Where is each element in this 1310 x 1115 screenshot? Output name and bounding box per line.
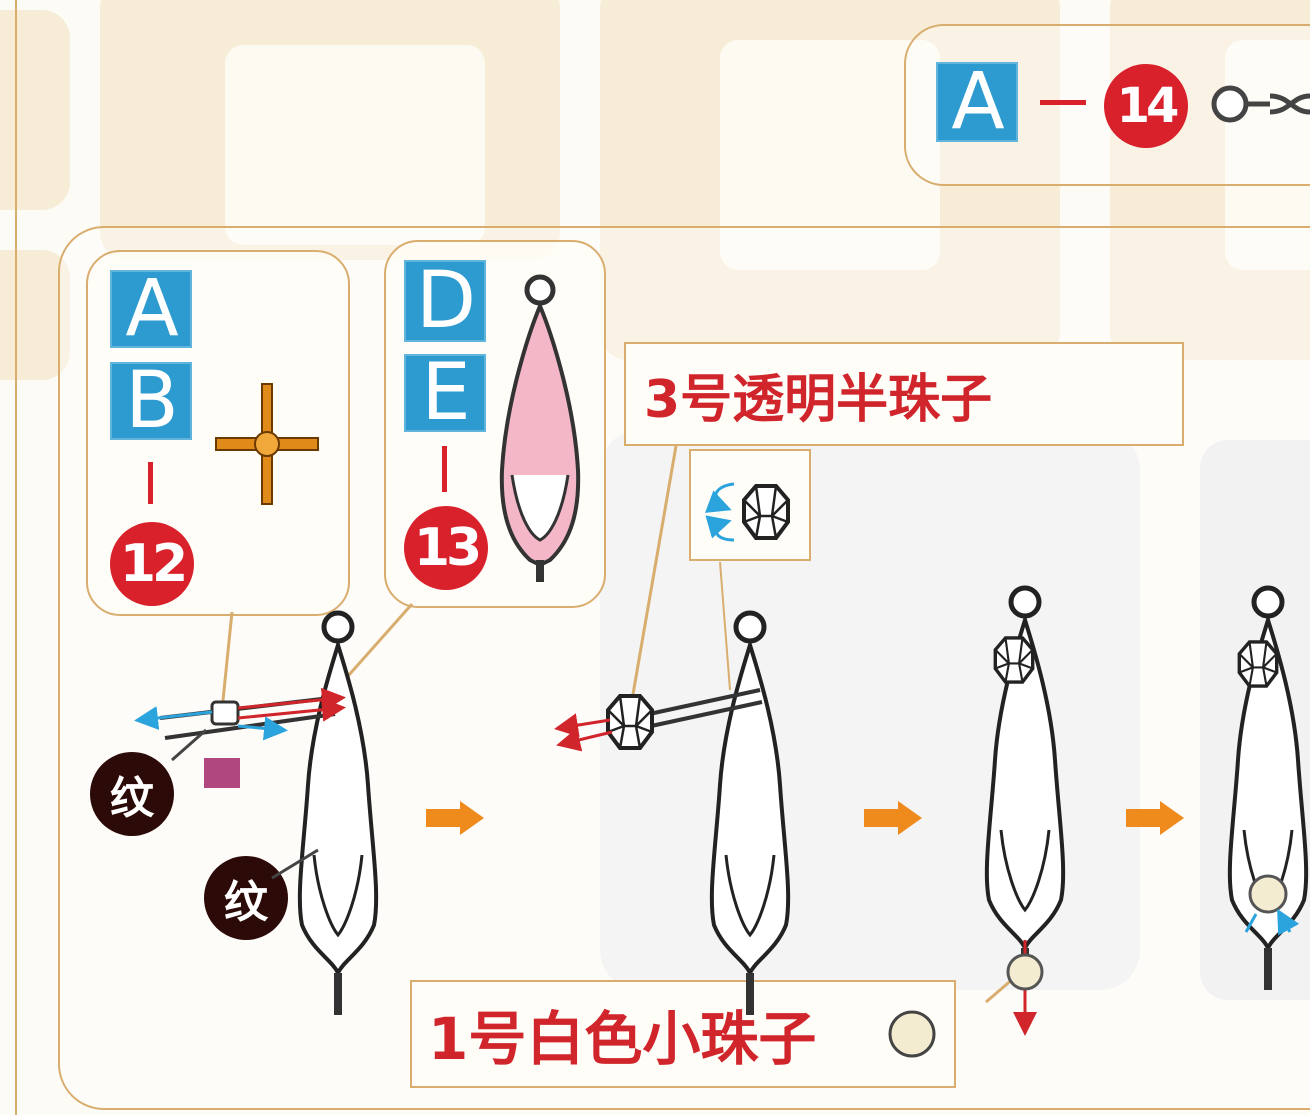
cross-connector-icon — [215, 383, 319, 505]
part-a-badge: A — [110, 264, 192, 354]
page-margin-line — [15, 0, 17, 1115]
orange-arrow-icon — [864, 801, 922, 835]
part-e-badge: E — [404, 348, 486, 438]
part-a-badge: A — [936, 57, 1018, 147]
label-white-small-bead: 1号白色小珠子 — [410, 980, 956, 1088]
chain-link-icon — [1211, 85, 1310, 123]
stage-1-pendant — [300, 613, 376, 1015]
white-bead-icon — [1006, 953, 1044, 991]
watermark-hole — [720, 40, 940, 270]
orange-arrow-icon — [1126, 801, 1184, 835]
stage-3-assembly — [993, 636, 1044, 1036]
crystal-bead-icon — [742, 484, 790, 540]
stage-1-assembly — [134, 687, 346, 880]
orange-arrow-icon — [426, 801, 484, 835]
white-bead-icon — [888, 1010, 936, 1058]
dash-connector — [1040, 100, 1086, 105]
step-14-badge: 14 — [1104, 64, 1188, 148]
stage-4-assembly — [1237, 640, 1290, 932]
stage-2-assembly — [554, 449, 811, 752]
pink-pendant-icon — [499, 274, 581, 582]
label-clear-half-bead-text: 3号透明半珠子 — [644, 369, 993, 430]
watermark-block — [0, 10, 70, 210]
step-12-badge: 12 — [110, 522, 194, 606]
pattern-tag-2: 纹 — [204, 856, 288, 940]
stage-2-pendant — [712, 613, 788, 1015]
white-bead-icon — [1248, 874, 1288, 914]
label-clear-half-bead: 3号透明半珠子 — [624, 342, 1184, 446]
vertical-dash — [442, 446, 447, 492]
pattern-tag-1: 纹 — [90, 752, 174, 836]
vertical-dash — [148, 462, 153, 504]
step-13-badge: 13 — [404, 506, 488, 590]
watermark-hole — [1225, 40, 1310, 270]
part-b-badge: B — [110, 356, 192, 446]
crystal-bead-icon — [606, 694, 654, 750]
part-d-badge: D — [404, 256, 486, 346]
label-white-small-bead-text: 1号白色小珠子 — [428, 1005, 817, 1073]
watermark-hole — [225, 45, 485, 245]
